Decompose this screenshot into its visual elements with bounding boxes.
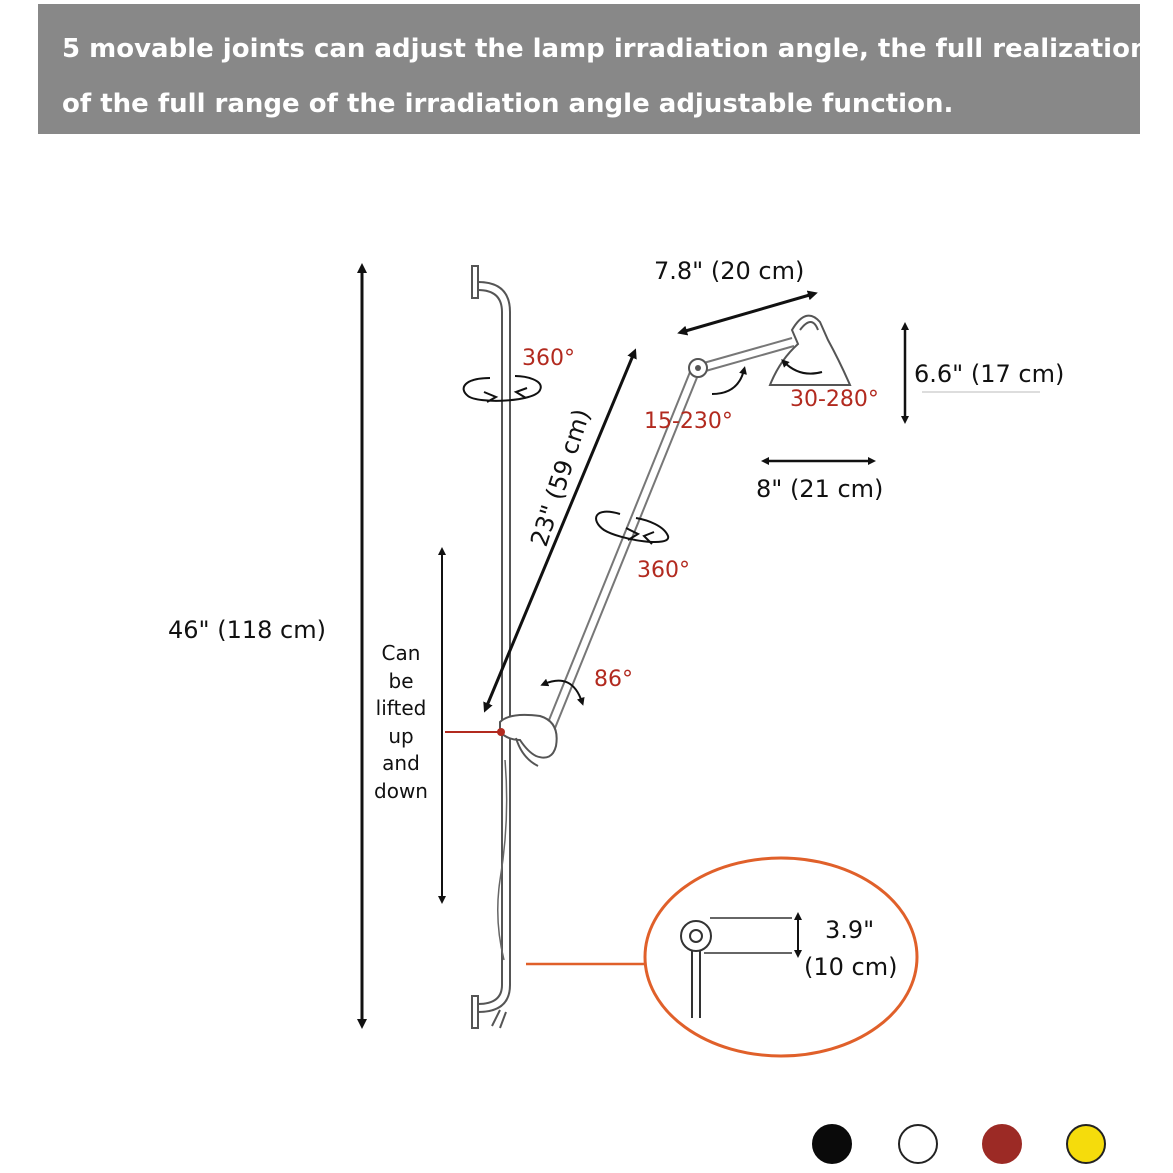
detail-callout [643, 856, 919, 1058]
lift-note-word: lifted [375, 696, 427, 720]
lift-note: Can be lifted up and down [368, 640, 434, 805]
wall-rail [471, 265, 511, 1029]
banner-line-2: of the full range of the irradiation ang… [62, 89, 954, 119]
total-height-label: 46" (118 cm) [168, 616, 326, 644]
elbow-angle-icon [711, 366, 747, 395]
color-swatch-red[interactable] [982, 1124, 1022, 1164]
arm-length-arrow [483, 348, 637, 713]
lift-note-word: and [382, 751, 420, 775]
color-swatches [810, 1124, 1110, 1170]
lift-note-word: up [388, 723, 414, 748]
upper-arm [699, 337, 795, 373]
banner-line-1: 5 movable joints can adjust the lamp irr… [62, 34, 1149, 64]
shade-height-label: 6.6" (17 cm) [914, 360, 1064, 388]
base-angle-label: 86° [594, 667, 633, 692]
color-swatch-yellow[interactable] [1066, 1124, 1106, 1164]
arm-rotation-label: 360° [637, 558, 690, 583]
color-swatch-white[interactable] [898, 1124, 938, 1164]
power-cord [497, 759, 508, 961]
detail-wall-mount [680, 917, 792, 1018]
shade-angle-label: 30-280° [790, 387, 879, 412]
lift-note-word: be [388, 668, 414, 693]
elbow-angle-label: 15-230° [644, 409, 733, 434]
base-angle-icon [540, 678, 585, 706]
shade-angle-icon [781, 359, 823, 375]
top-arm-label: 7.8" (20 cm) [654, 257, 804, 285]
arm-rotation-icon [595, 510, 670, 545]
wall-offset-label-2: (10 cm) [804, 953, 897, 981]
top-arm-arrow [677, 290, 818, 336]
rail-rotation-label: 360° [522, 346, 575, 371]
base-mount [499, 713, 558, 767]
header-banner: 5 movable joints can adjust the lamp irr… [38, 4, 1149, 134]
wall-offset-label-1: 3.9" [825, 916, 874, 944]
shade-width-label: 8" (21 cm) [756, 475, 883, 503]
lift-note-word: down [374, 778, 428, 803]
color-swatch-black[interactable] [812, 1124, 852, 1164]
lift-note-word: Can [381, 641, 421, 665]
